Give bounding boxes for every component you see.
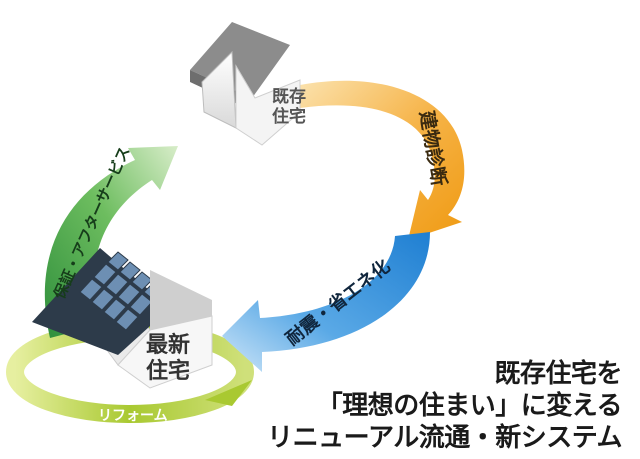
step-arrow-retrofit: [222, 232, 430, 372]
existing-house-label: 既存 住宅: [272, 86, 306, 127]
latest-house-label-line1: 最新: [146, 332, 190, 358]
caption-line-1: 既存住宅を: [494, 359, 622, 389]
latest-house-label: 最新 住宅: [146, 332, 190, 384]
existing-house-label-line1: 既存: [272, 86, 306, 107]
caption-line-3: リニューアル流通・新システム: [267, 423, 622, 453]
latest-house-label-line2: 住宅: [146, 358, 190, 384]
step-arrow-inspection: [300, 80, 465, 241]
caption-line-2: 「理想の住まい」に変える: [316, 391, 623, 421]
step-label-reform: リフォーム: [98, 408, 168, 424]
existing-house-icon: [190, 22, 301, 146]
latest-house-icon: [32, 248, 213, 389]
existing-house-label-line2: 住宅: [272, 106, 306, 127]
caption: 既存住宅を 「理想の住まい」に変える リニューアル流通・新システム: [202, 358, 622, 454]
